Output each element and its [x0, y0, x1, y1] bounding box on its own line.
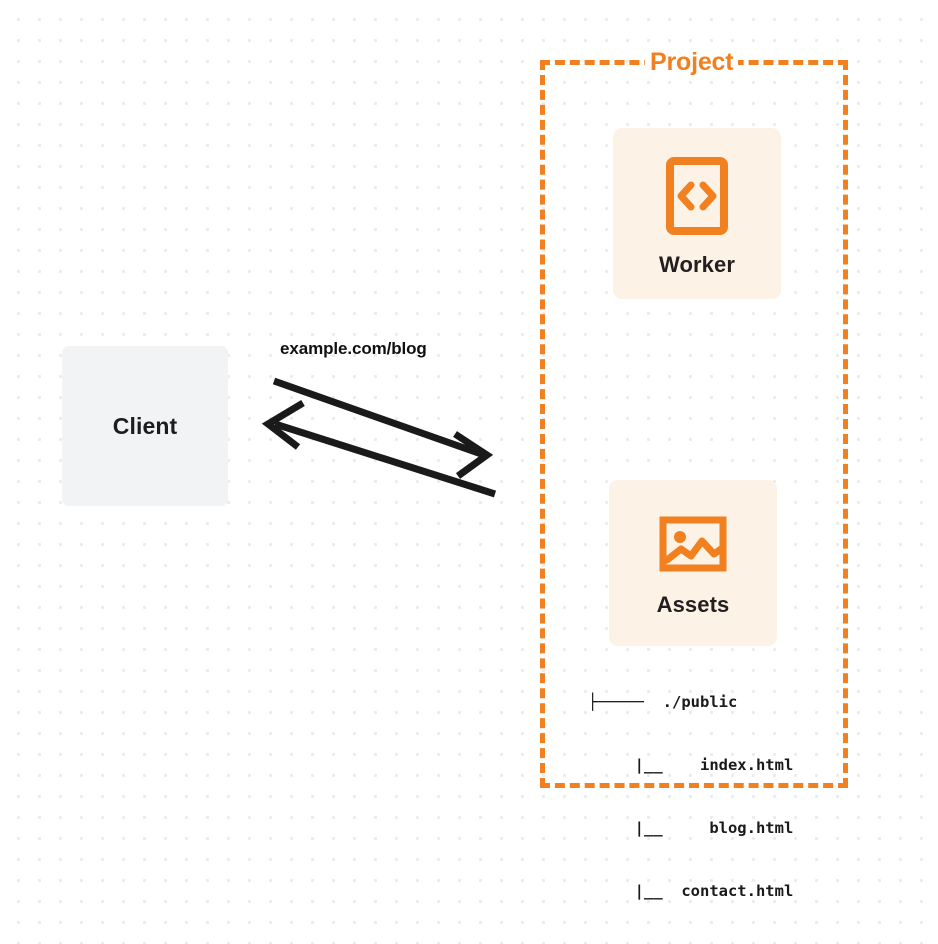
file-tree-line: ├───── ./public — [588, 693, 738, 711]
client-node[interactable]: Client — [62, 346, 228, 506]
connection-url-label: example.com/blog — [280, 339, 427, 358]
file-tree-line: |__ contact.html — [588, 882, 794, 900]
response-arrow-head — [261, 399, 305, 450]
assets-service-card[interactable]: Assets — [609, 480, 777, 646]
worker-service-card[interactable]: Worker — [613, 128, 781, 299]
project-boundary-label: Project — [645, 49, 739, 75]
code-brackets-document-icon — [666, 157, 728, 235]
diagram-canvas: Client example.com/blog Project Worker — [62, 49, 848, 900]
assets-service-label: Assets — [656, 592, 730, 617]
worker-service-label: Worker — [659, 252, 735, 277]
client-node-label: Client — [112, 412, 178, 439]
assets-file-tree: ├───── ./public |__ index.html |__ blog.… — [588, 650, 793, 944]
image-picture-icon — [659, 516, 727, 572]
file-tree-line: |__ index.html — [588, 756, 794, 774]
request-arrow-line — [272, 377, 486, 459]
file-tree-line: |__ blog.html — [588, 819, 794, 837]
request-arrow-head — [453, 431, 494, 479]
response-arrow-line — [273, 420, 497, 498]
